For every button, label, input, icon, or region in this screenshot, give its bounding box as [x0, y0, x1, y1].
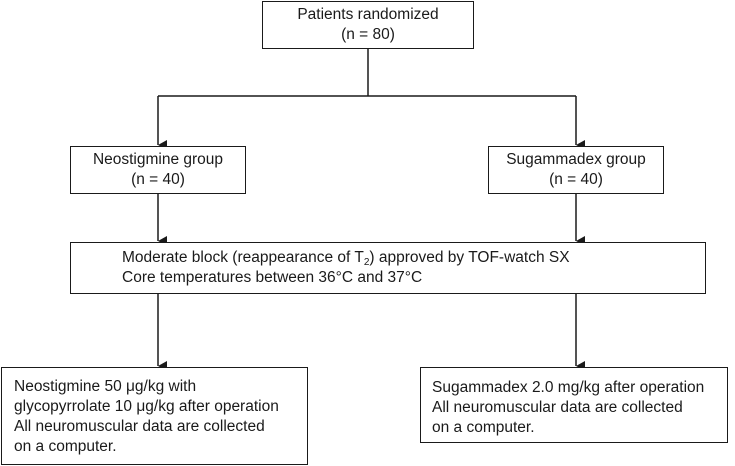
- moderate-block-prefix: Moderate block (reappearance of T: [122, 249, 364, 266]
- moderate-block-criteria: Moderate block (reappearance of T2) appr…: [122, 248, 705, 268]
- patients-randomized-box: Patients randomized (n = 80): [262, 1, 474, 49]
- neostigmine-protocol-line-4: on a computer.: [14, 438, 117, 455]
- moderate-block-subscript: 2: [363, 257, 370, 268]
- neostigmine-protocol-line-2: glycopyrrolate 10 μg/kg after operation: [14, 398, 279, 415]
- neostigmine-group-count: (n = 40): [131, 171, 185, 188]
- sugammadex-group-label: Sugammadex group: [506, 151, 646, 168]
- moderate-block-box: Moderate block (reappearance of T2) appr…: [70, 242, 706, 294]
- patients-randomized-count: (n = 80): [341, 26, 395, 43]
- core-temperature-criteria: Core temperatures between 36°C and 37°C: [122, 269, 423, 286]
- sugammadex-group-count: (n = 40): [549, 171, 603, 188]
- sugammadex-group-box: Sugammadex group (n = 40): [488, 146, 664, 194]
- neostigmine-protocol-line-3: All neuromuscular data are collected: [14, 418, 265, 435]
- patients-randomized-label: Patients randomized: [297, 6, 439, 23]
- sugammadex-protocol-line-1: Sugammadex 2.0 mg/kg after operation: [432, 379, 705, 396]
- sugammadex-protocol-line-3: on a computer.: [432, 419, 535, 436]
- neostigmine-group-box: Neostigmine group (n = 40): [70, 146, 246, 194]
- sugammadex-protocol-line-2: All neuromuscular data are collected: [432, 399, 683, 416]
- moderate-block-suffix: ) approved by TOF-watch SX: [369, 249, 570, 266]
- neostigmine-group-label: Neostigmine group: [92, 151, 224, 168]
- neostigmine-protocol-line-1: Neostigmine 50 μg/kg with: [14, 378, 197, 395]
- neostigmine-protocol-box: Neostigmine 50 μg/kg with glycopyrrolate…: [1, 367, 308, 465]
- sugammadex-protocol-box: Sugammadex 2.0 mg/kg after operation All…: [420, 367, 728, 443]
